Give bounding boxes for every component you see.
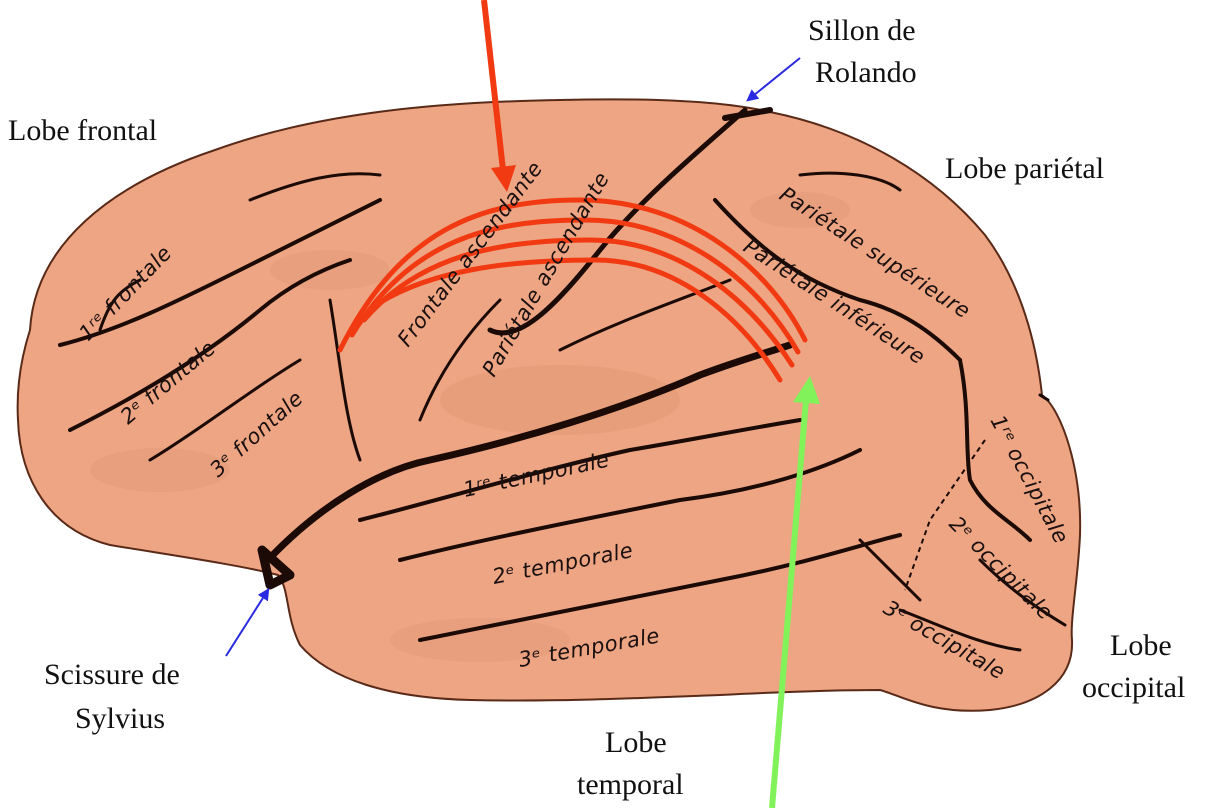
lobe-occipital-label-1: Lobe [1110, 629, 1172, 662]
sylvius-pointer-icon [226, 590, 268, 656]
lobe-temporal-label-2: temporal [577, 768, 684, 801]
rolando-label-1: Sillon de [808, 14, 916, 47]
lobe-temporal-label-1: Lobe [605, 726, 667, 759]
sylvius-label-1: Scissure de [44, 658, 180, 691]
lobe-parietal-label: Lobe pariétal [945, 152, 1104, 185]
rolando-pointer-icon [748, 58, 800, 100]
sylvius-label-2: Sylvius [75, 702, 165, 735]
rolando-label-2: Rolando [815, 56, 917, 89]
lobe-occipital-label-2: occipital [1082, 671, 1185, 704]
lobe-frontal-label: Lobe frontal [8, 114, 157, 147]
